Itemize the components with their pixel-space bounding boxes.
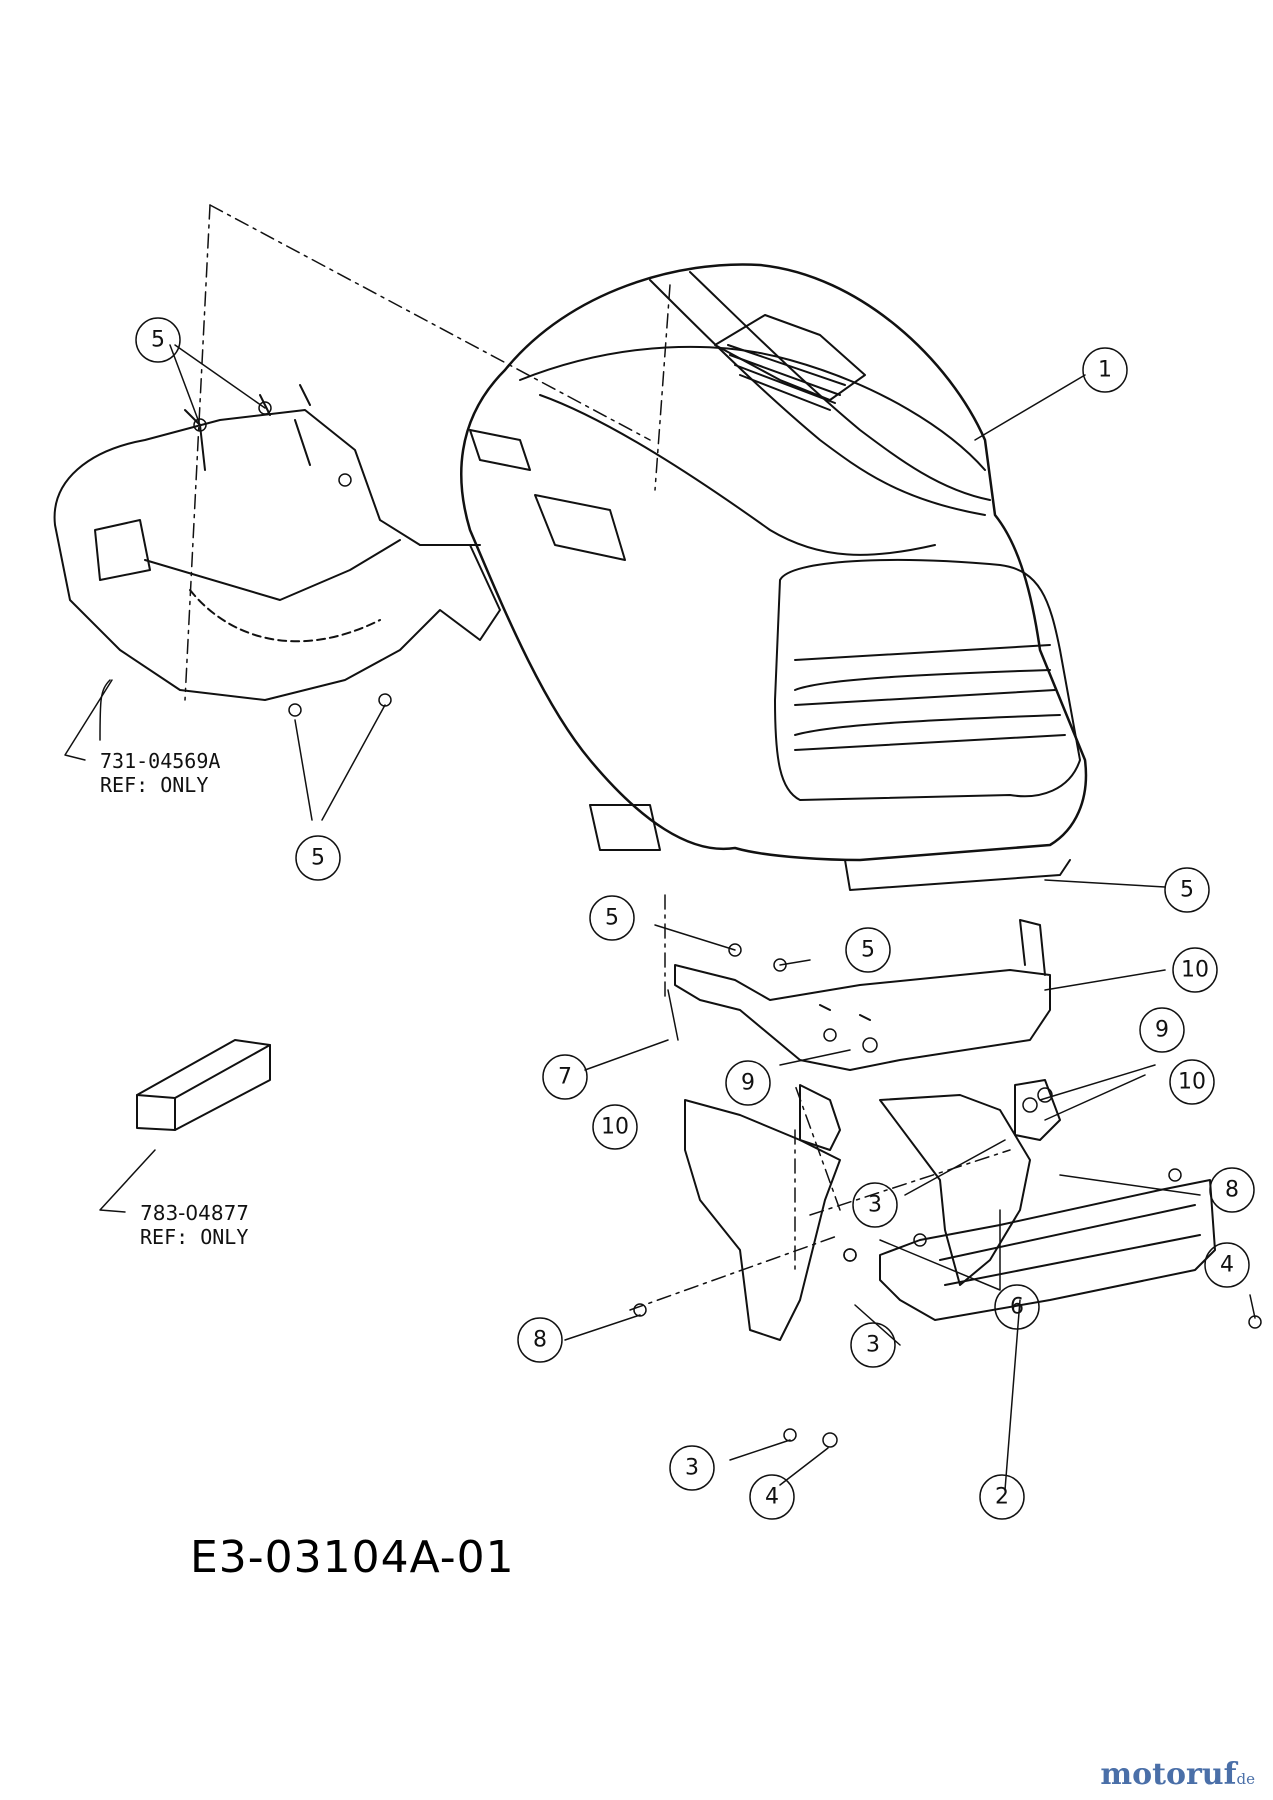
callout-5-mid: 5	[845, 927, 891, 973]
watermark-brand: motoruf	[1100, 1757, 1237, 1792]
callout-9-right: 9	[1139, 1007, 1185, 1053]
svg-text:5: 5	[861, 938, 875, 963]
callout-5-mid-left: 5	[589, 895, 635, 941]
svg-text:4: 4	[1220, 1253, 1234, 1278]
svg-text:3: 3	[685, 1456, 699, 1481]
svg-text:5: 5	[1180, 878, 1194, 903]
svg-text:2: 2	[995, 1485, 1009, 1510]
svg-text:10: 10	[601, 1115, 629, 1140]
callout-4-lower: 4	[749, 1474, 795, 1520]
callout-8-right: 8	[1209, 1167, 1255, 1213]
svg-text:8: 8	[533, 1328, 547, 1353]
ref-shroud-part-number: 731-04569A	[100, 749, 220, 773]
ref-bracket-part-number: 783-04877	[140, 1201, 249, 1225]
dash-shroud	[53, 384, 501, 701]
ref-shroud-note: REF: ONLY	[100, 773, 208, 797]
fasteners	[193, 401, 1262, 1448]
callout-2: 2	[979, 1474, 1025, 1520]
svg-text:10: 10	[1181, 958, 1209, 983]
callout-7: 7	[542, 1054, 588, 1100]
watermark-tld: de	[1236, 1770, 1255, 1788]
callout-5-right: 5	[1164, 867, 1210, 913]
front-bracket-assembly	[674, 919, 1051, 1071]
callout-10-right: 10	[1169, 1059, 1215, 1105]
watermark-logo: motorufde	[1100, 1757, 1255, 1792]
callout-3-middle: 3	[850, 1322, 896, 1368]
svg-text:1: 1	[1098, 358, 1112, 383]
callout-circles: 1 5 5 5 5 5 10 7 9 9 10 10 3 8 6 8 3 4 3…	[135, 317, 1255, 1520]
svg-text:8: 8	[1225, 1178, 1239, 1203]
svg-text:5: 5	[311, 846, 325, 871]
svg-text:9: 9	[1155, 1018, 1169, 1043]
hood-assembly	[460, 263, 1088, 891]
callout-8-left: 8	[517, 1317, 563, 1363]
svg-text:7: 7	[558, 1065, 572, 1090]
bumper	[879, 1179, 1216, 1321]
svg-text:5: 5	[605, 906, 619, 931]
svg-text:3: 3	[866, 1333, 880, 1358]
callout-4-right: 4	[1204, 1242, 1250, 1288]
svg-text:6: 6	[1010, 1295, 1024, 1320]
reference-labels: 731-04569A REF: ONLY 783-04877 REF: ONLY	[100, 749, 249, 1249]
diagram-title: E3-03104A-01	[190, 1532, 515, 1583]
svg-text:3: 3	[868, 1193, 882, 1218]
callout-5-shroud-bottom: 5	[295, 835, 341, 881]
svg-text:5: 5	[151, 328, 165, 353]
small-bracket	[136, 1039, 271, 1131]
svg-text:10: 10	[1178, 1070, 1206, 1095]
callout-10-upper: 10	[1172, 947, 1218, 993]
callout-6: 6	[994, 1284, 1040, 1330]
callout-10-left: 10	[592, 1104, 638, 1150]
hinge-brackets	[684, 1079, 1061, 1341]
leader-lines	[64, 344, 1256, 1491]
ref-bracket-note: REF: ONLY	[140, 1225, 248, 1249]
callout-3-lower: 3	[669, 1445, 715, 1491]
callout-1: 1	[1082, 347, 1128, 393]
svg-text:9: 9	[741, 1071, 755, 1096]
svg-text:4: 4	[765, 1485, 779, 1510]
callout-5-top-left: 5	[135, 317, 181, 363]
callout-9-left: 9	[725, 1060, 771, 1106]
callout-3-upper: 3	[852, 1182, 898, 1228]
assembly-dash-lines	[184, 204, 1011, 1311]
